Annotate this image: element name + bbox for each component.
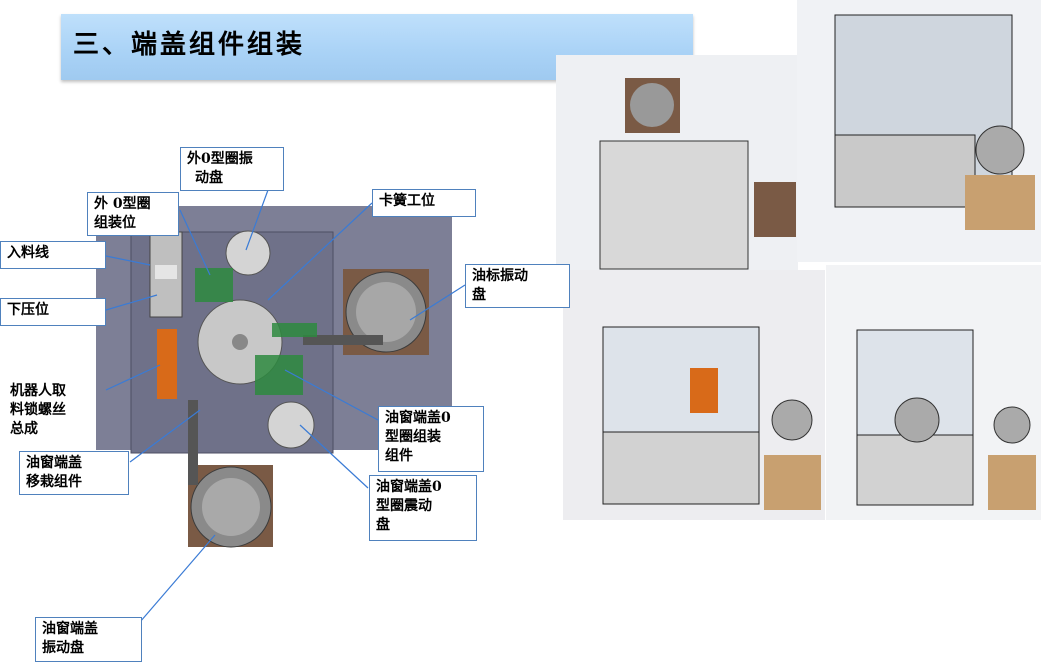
robot-arm bbox=[157, 329, 177, 399]
callout-feed-line: 入料线 bbox=[0, 241, 106, 269]
callout-oil-window-oring-disk: 油窗端盖0 型圈震动 盘 bbox=[369, 475, 477, 541]
callout-oil-mark-disk: 油标振动 盘 bbox=[465, 264, 570, 308]
callout-oil-window-oring-assembly: 油窗端盖0 型圈组装 组件 bbox=[378, 406, 484, 472]
callout-oil-window-transfer: 油窗端盖 移栽组件 bbox=[19, 451, 129, 495]
oil-mark-feed-track bbox=[303, 335, 383, 345]
callout-robot: 机器人取 料锁螺丝 总成 bbox=[10, 383, 66, 437]
callout-outer-oring-station: 外 0型圈 组装位 bbox=[87, 192, 179, 236]
leader-lines bbox=[105, 189, 466, 623]
page-title: 三、端盖组件组装 bbox=[73, 30, 306, 60]
callout-oil-window-cap-disk: 油窗端盖 振动盘 bbox=[35, 617, 142, 662]
callout-press-station: 下压位 bbox=[0, 298, 106, 326]
title-banner: 三、端盖组件组装 bbox=[61, 14, 693, 80]
callout-clip-station: 卡簧工位 bbox=[372, 189, 476, 217]
callout-outer-oring-disk: 外0型圈振 动盘 bbox=[180, 147, 284, 191]
